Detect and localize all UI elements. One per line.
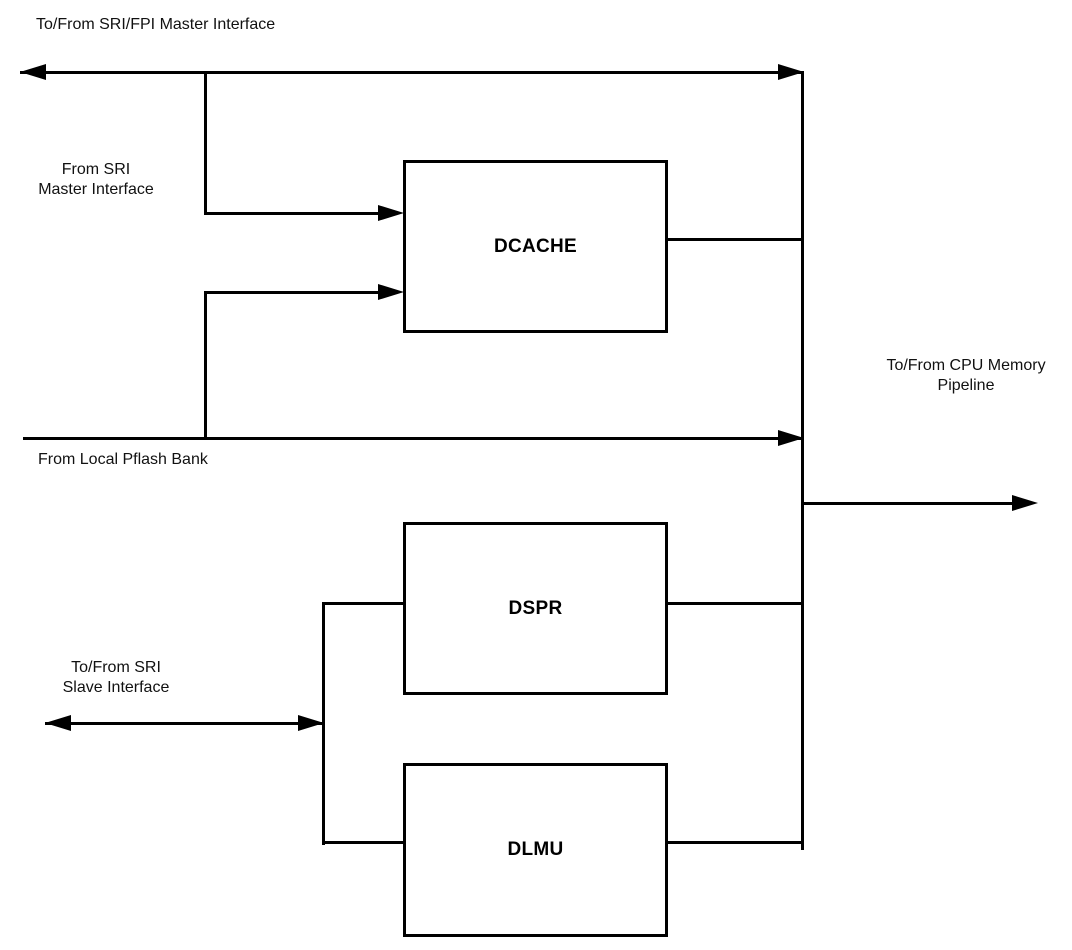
block-dcache-label: DCACHE xyxy=(493,235,578,257)
label-from-sri-master-interface: From SRI Master Interface xyxy=(18,160,174,200)
arrowhead-right-icon xyxy=(378,284,404,300)
connector-sri-fpi-master-line xyxy=(20,71,804,74)
block-dspr: DSPR xyxy=(403,522,668,695)
arrowhead-right-icon xyxy=(778,64,804,80)
arrowhead-right-icon xyxy=(378,205,404,221)
label-cpu-memory-pipeline-line2: Pipeline xyxy=(937,377,995,394)
arrowhead-left-icon xyxy=(45,715,71,731)
label-cpu-memory-pipeline-line1: To/From CPU Memory xyxy=(886,357,1046,374)
label-from-sri-master-line1: From SRI xyxy=(61,161,131,178)
block-dlmu-label: DLMU xyxy=(507,839,564,860)
connector-sri-slave-line xyxy=(45,722,324,725)
arrowhead-right-icon xyxy=(298,715,324,731)
label-from-local-pflash-bank: From Local Pflash Bank xyxy=(38,451,208,468)
block-dspr-label: DSPR xyxy=(508,597,563,619)
connector-dspr-output xyxy=(666,602,803,605)
label-sri-slave-line2: Slave Interface xyxy=(62,679,170,696)
connector-dcache-output xyxy=(666,238,803,241)
connector-pflash-branch-vertical xyxy=(204,291,207,440)
label-sri-slave-line1: To/From SRI xyxy=(71,659,161,676)
arrowhead-right-icon xyxy=(778,430,804,446)
connector-cpu-vertical-bus xyxy=(801,71,804,850)
connector-dlmu-input xyxy=(322,841,404,844)
connector-dspr-input xyxy=(322,602,404,605)
connector-dlmu-output xyxy=(666,841,803,844)
connector-dcache-input-upper xyxy=(204,212,381,215)
connector-dcache-input-lower xyxy=(204,291,381,294)
block-dlmu: DLMU xyxy=(403,763,668,937)
arrowhead-right-icon xyxy=(1012,495,1038,511)
label-sri-fpi-master-interface: To/From SRI/FPI Master Interface xyxy=(36,16,276,33)
connector-sri-master-branch-vertical xyxy=(204,72,207,215)
label-cpu-memory-pipeline: To/From CPU Memory Pipeline xyxy=(866,356,1066,396)
label-from-sri-master-line2: Master Interface xyxy=(38,181,154,198)
arrowhead-left-icon xyxy=(20,64,46,80)
connector-cpu-output-line xyxy=(802,502,1014,505)
label-sri-slave-interface: To/From SRI Slave Interface xyxy=(38,658,194,698)
connector-pflash-line xyxy=(23,437,804,440)
block-dcache: DCACHE xyxy=(403,160,668,333)
